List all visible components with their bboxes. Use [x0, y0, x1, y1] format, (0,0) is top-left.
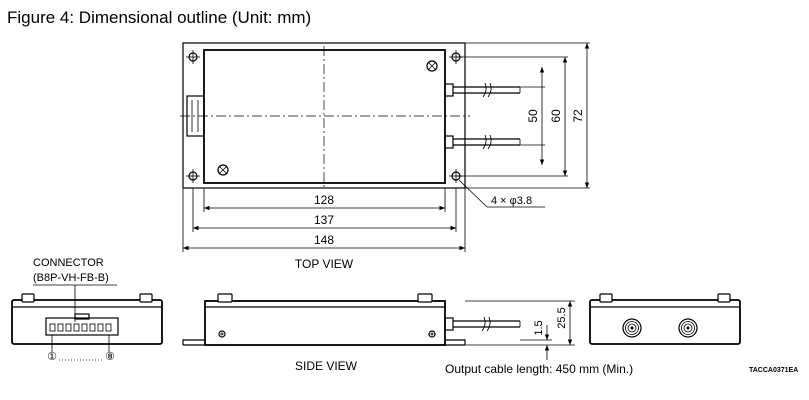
output-terminal-right: [678, 318, 698, 338]
connector-part: (B8P-VH-FB-B): [33, 272, 109, 284]
side-view-flange-left: [182, 339, 205, 345]
mounting-hole-bottom-left: [186, 169, 200, 183]
output-terminal-left: [622, 318, 642, 338]
hole-leader-line: [458, 179, 488, 208]
dim-label-50: 50: [526, 109, 540, 123]
side-screw-left: [218, 330, 226, 338]
side-view: 1.5 25.5 SIDE VIEW Output cable length: …: [182, 293, 633, 376]
dim-label-60: 60: [549, 109, 563, 123]
output-end-view: [589, 293, 741, 345]
output-cable-lower: [444, 134, 521, 150]
dim-label-137: 137: [314, 213, 334, 227]
connector-header: [45, 317, 119, 336]
pin-8-label: ⑧: [105, 351, 115, 363]
connector-end-body: [11, 299, 163, 345]
pin-1-label: ①: [47, 351, 57, 363]
output-cable-upper: [444, 82, 521, 98]
connector-end-view: CONNECTOR (B8P-VH-FB-B) ① ⑧: [11, 257, 163, 363]
dim-label-148: 148: [314, 233, 334, 247]
top-view: 128 137 148 50 60 72 4 × φ3.8 TOP VIEW: [180, 42, 590, 271]
side-view-cable: [444, 316, 521, 332]
side-view-label: SIDE VIEW: [295, 359, 358, 373]
figure-title: Figure 4: Dimensional outline (Unit: mm): [7, 8, 312, 27]
screw-top-right: [426, 60, 438, 72]
dim-label-72: 72: [571, 109, 585, 123]
top-view-body: [203, 49, 446, 184]
top-view-label: TOP VIEW: [295, 257, 354, 271]
cable-length-note: Output cable length: 450 mm (Min.): [445, 362, 633, 376]
connector-label: CONNECTOR: [33, 257, 104, 269]
mounting-hole-top-left: [186, 50, 200, 64]
top-view-connector: [186, 95, 205, 137]
figure-code: TACCA0371EA: [749, 367, 798, 374]
screw-bottom-left: [217, 164, 229, 176]
dim-label-1-5: 1.5: [533, 320, 545, 335]
side-view-flange-right: [445, 339, 466, 345]
hole-note: 4 × φ3.8: [491, 195, 532, 207]
output-end-body: [589, 299, 741, 345]
dim-label-25-5: 25.5: [556, 307, 568, 328]
top-view-flange: [182, 42, 466, 189]
dim-label-128: 128: [314, 193, 334, 207]
side-screw-right: [428, 330, 436, 338]
